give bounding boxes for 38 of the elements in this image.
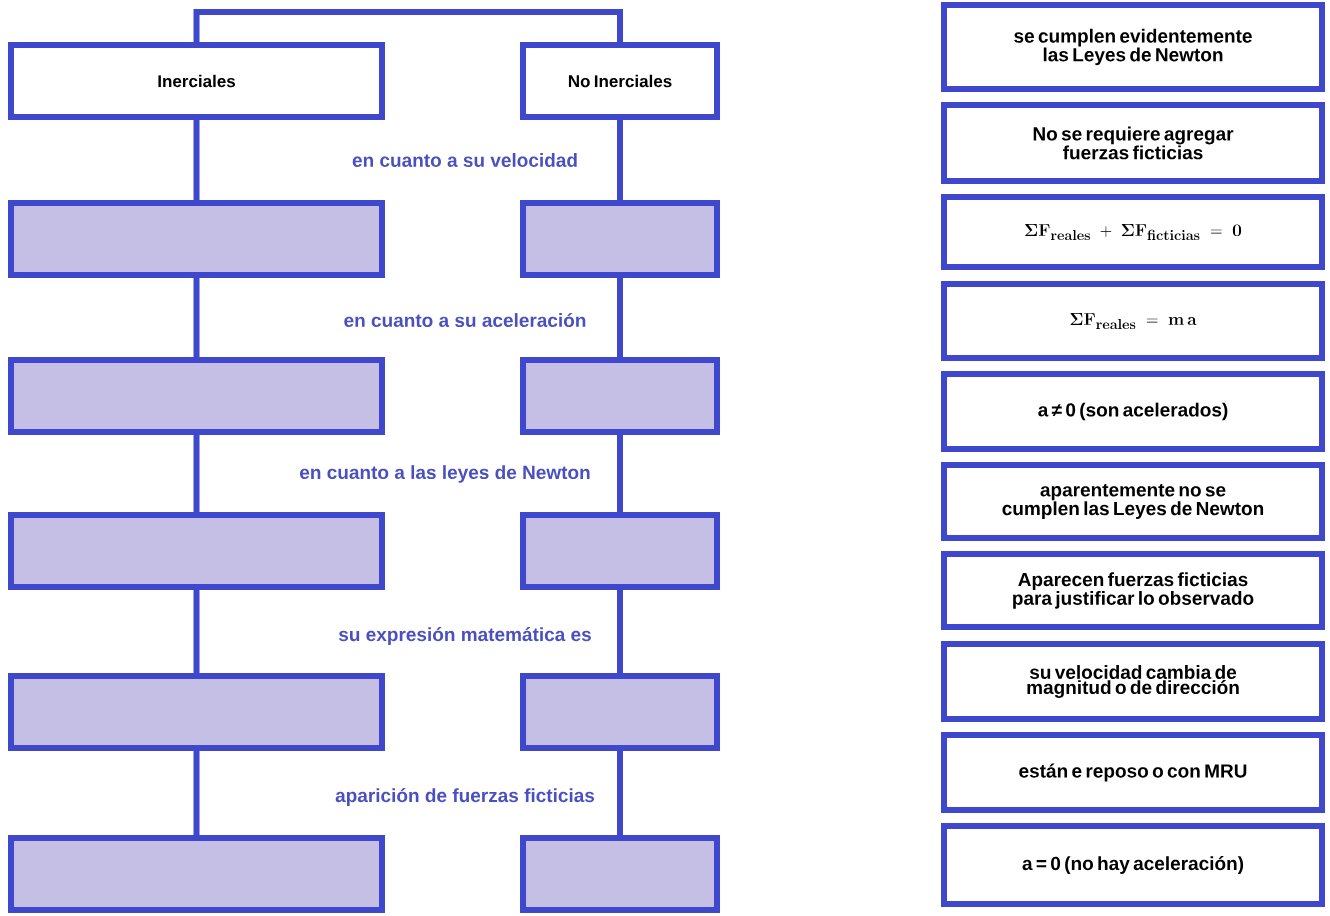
connector-line <box>193 590 200 673</box>
connector-line <box>193 751 200 835</box>
answer-box <box>8 357 385 435</box>
answer-box <box>520 200 720 278</box>
statement-box: Aparecen fuerzas ficticias para justificar lo observado <box>941 551 1325 630</box>
statement-box: a ≠ 0 (son acelerados) <box>941 371 1325 452</box>
connector-line <box>193 9 623 42</box>
answer-box <box>8 512 385 590</box>
category-box: Inerciales <box>8 42 385 120</box>
category-box: No Inerciales <box>520 42 720 120</box>
statement-box: se cumplen evidentemente las Leyes de Newton <box>941 2 1325 92</box>
answer-box <box>520 512 720 590</box>
answer-box <box>520 357 720 435</box>
answer-box <box>8 200 385 278</box>
answer-box <box>520 835 720 913</box>
statement-box: No se requiere agregar fuerzas ficticias <box>941 102 1325 184</box>
section-label: su expresión matemática es <box>338 627 591 645</box>
connector-line <box>193 278 200 357</box>
connector-line <box>617 278 623 357</box>
connector-line <box>193 120 200 200</box>
connector-line <box>617 120 623 200</box>
answer-box <box>8 673 385 751</box>
section-label: en cuanto a su velocidad <box>352 153 577 167</box>
statement-box: $\mathbf{\Sigma F_{reales}\;=\;m\,a}$ <box>941 281 1325 361</box>
statement-box: están e reposo o con MRU <box>941 732 1325 813</box>
statement-box: aparentemente no se cumplen las Leyes de Newton <box>941 462 1325 541</box>
answer-box <box>520 673 720 751</box>
statement-box: a = 0 (no hay aceleración) <box>941 823 1325 907</box>
statement-box: $\mathbf{\Sigma F_{reales}\;+\;\Sigma F_{ficticias}\;=\;0}$ <box>941 194 1325 270</box>
section-label: aparición de fuerzas ficticias <box>335 788 595 806</box>
connector-line <box>617 751 623 835</box>
statement-box: su velocidad cambia de magnitud o de dirección <box>941 641 1325 722</box>
connector-line <box>617 435 623 512</box>
connector-line <box>193 435 200 512</box>
section-label: en cuanto a su aceleración <box>344 312 586 328</box>
answer-box <box>8 835 385 913</box>
section-label: en cuanto a las leyes de Newton <box>300 465 590 483</box>
connector-line <box>617 590 623 673</box>
